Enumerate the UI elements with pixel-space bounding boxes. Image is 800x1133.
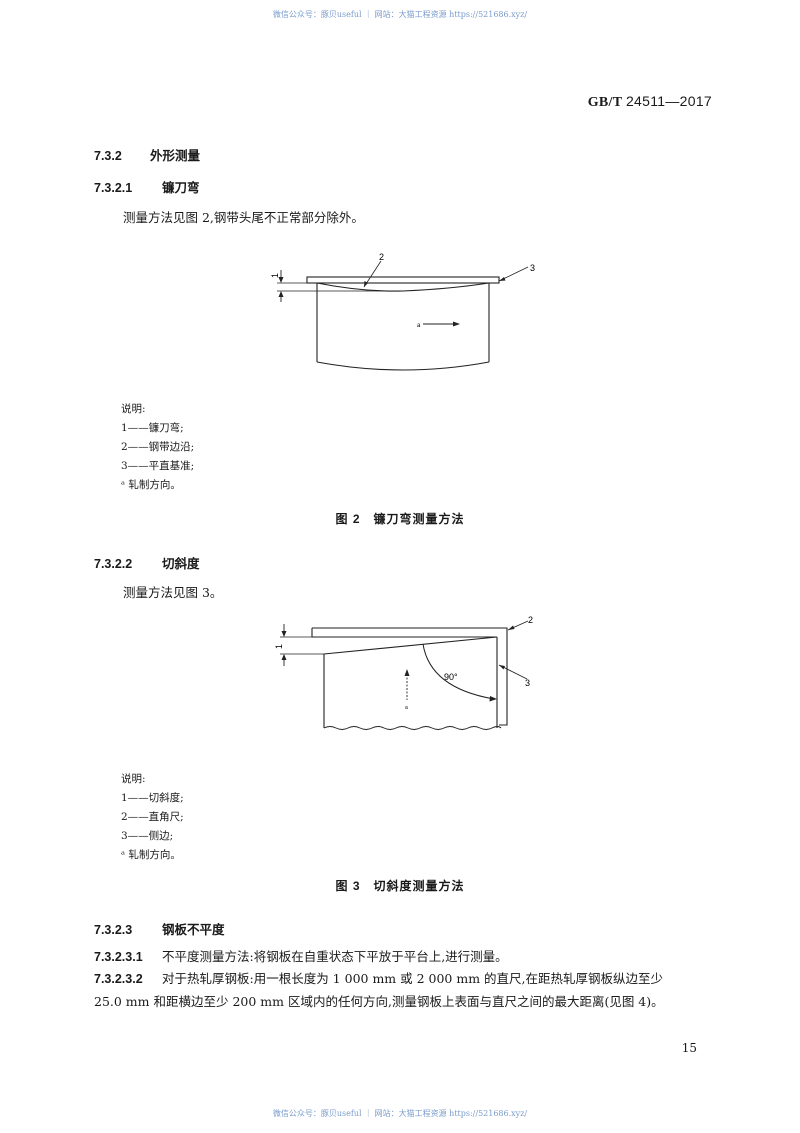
watermark-top: 微信公众号：豚贝useful ｜ 网站：大猫工程资源 https://52168… [272, 10, 528, 19]
section-title: 钢板不平度 [162, 923, 225, 937]
label-2: 2 [379, 252, 384, 262]
label-angle: 90° [444, 672, 458, 682]
figure-2-caption: 图 2 镰刀弯测量方法 [335, 512, 465, 526]
legend-item: 1——切斜度; [121, 792, 184, 804]
figure-3-caption: 图 3 切斜度测量方法 [335, 879, 465, 893]
section-7-3-2-2-heading: 7.3.2.2 切斜度 [94, 553, 200, 572]
standard-prefix: GB/T [587, 95, 623, 110]
legend-note: ᵃ 轧制方向。 [121, 479, 181, 491]
legend-item: 3——平直基准; [121, 460, 195, 472]
legend-title: 说明: [121, 773, 146, 785]
section-title: 外形测量 [150, 149, 201, 163]
watermark-bottom: 微信公众号：豚贝useful ｜ 网站：大猫工程资源 https://52168… [272, 1109, 528, 1118]
section-number: 7.3.2.3 [94, 923, 133, 937]
standard-number: 24511—2017 [625, 93, 712, 109]
standard-code: GB/T 24511—2017 [588, 93, 712, 111]
page-number: 15 [681, 1041, 697, 1055]
section-title: 镰刀弯 [162, 181, 200, 195]
label-a: a [417, 323, 421, 329]
label-1: 1 [274, 644, 284, 649]
label-3: 3 [525, 678, 530, 688]
section-7-3-2-3-heading: 7.3.2.3 钢板不平度 [94, 919, 225, 938]
legend-title: 说明: [121, 403, 146, 415]
legend-note: ᵃ 轧制方向。 [121, 849, 181, 861]
clause-7-3-2-3-2: 7.3.2.3.2 对于热轧厚钢板:用一根长度为 1 000 mm 或 2 000… [94, 968, 663, 987]
legend-item: 2——直角尺; [121, 811, 184, 823]
figure-3-legend: 说明: 1——切斜度; 2——直角尺; 3——侧边; ᵃ 轧制方向。 [121, 770, 184, 865]
label-3: 3 [530, 263, 535, 273]
section-number: 7.3.2.2 [94, 557, 133, 571]
section-title: 切斜度 [162, 557, 200, 571]
figure-2-legend: 说明: 1——镰刀弯; 2——钢带边沿; 3——平直基准; ᵃ 轧制方向。 [121, 400, 194, 495]
section-7-3-2-heading: 7.3.2 外形测量 [94, 145, 200, 164]
section-number: 7.3.2 [94, 149, 122, 163]
label-2: 2 [528, 615, 533, 625]
section-7-3-2-2-text: 测量方法见图 3。 [123, 585, 223, 600]
legend-item: 2——钢带边沿; [121, 441, 195, 453]
section-number: 7.3.2.1 [94, 181, 133, 195]
section-7-3-2-1-text: 测量方法见图 2,钢带头尾不正常部分除外。 [123, 210, 364, 225]
clause-number: 7.3.2.3.2 [94, 972, 143, 986]
legend-item: 3——侧边; [121, 830, 174, 842]
clause-7-3-2-3-2-line2: 25.0 mm 和距横边至少 200 mm 区域内的任何方向,测量钢板上表面与直… [94, 994, 664, 1009]
clause-text-line1: 对于热轧厚钢板:用一根长度为 1 000 mm 或 2 000 mm 的直尺,在… [162, 971, 664, 986]
clause-7-3-2-3-1: 7.3.2.3.1 不平度测量方法:将钢板在自重状态下平放于平台上,进行测量。 [94, 946, 508, 965]
section-7-3-2-1-heading: 7.3.2.1 镰刀弯 [94, 177, 200, 196]
clause-number: 7.3.2.3.1 [94, 950, 143, 964]
legend-item: 1——镰刀弯; [121, 422, 184, 434]
figure-3-diagram: 1 2 3 90° a [274, 615, 533, 730]
clause-text: 不平度测量方法:将钢板在自重状态下平放于平台上,进行测量。 [162, 949, 508, 964]
label-1: 1 [270, 273, 280, 278]
label-a: a [405, 705, 408, 711]
figure-2-diagram: 1 2 3 a [270, 252, 535, 371]
